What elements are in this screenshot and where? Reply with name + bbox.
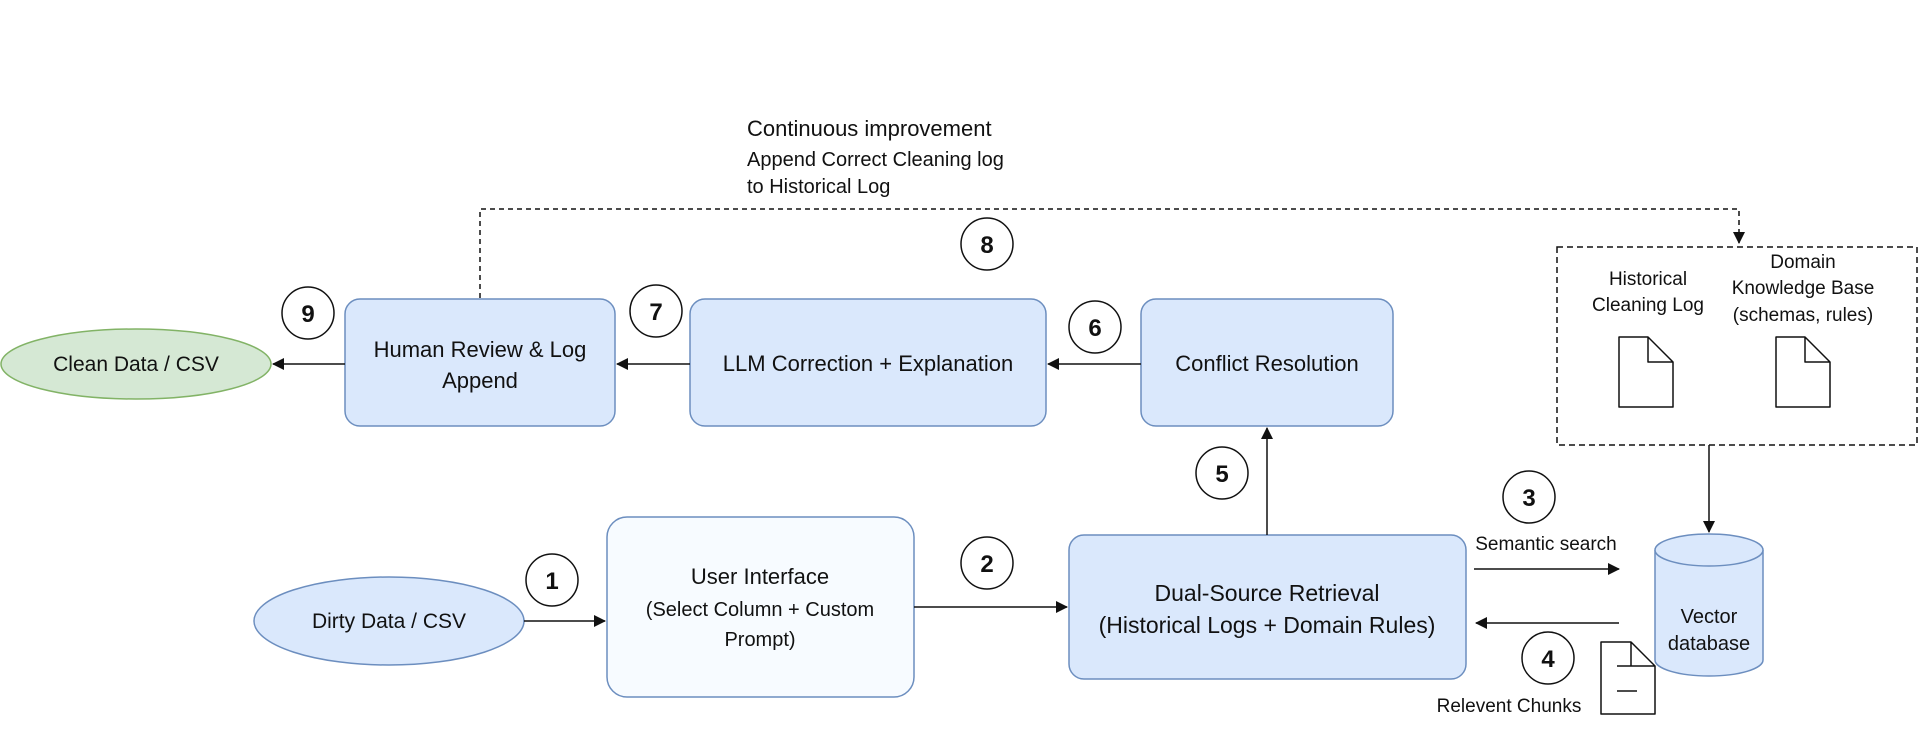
step-badge-2: 2 <box>960 536 1014 590</box>
conflict-resolution-label: Conflict Resolution <box>1175 351 1358 376</box>
human-review-node <box>344 298 616 427</box>
historical-log-document-icon <box>1618 336 1674 408</box>
historical-log-label-2: Cleaning Log <box>1592 295 1704 316</box>
feedback-line-1: Append Correct Cleaning log <box>747 149 1004 171</box>
human-review-label-2: Append <box>442 368 518 393</box>
retrieval-label-2: (Historical Logs + Domain Rules) <box>1099 612 1436 638</box>
conflict-resolution-node <box>1140 298 1394 427</box>
retrieval-node <box>1068 534 1467 680</box>
step-badge-9: 9 <box>281 286 335 340</box>
historical-log-label-1: Historical <box>1609 269 1687 290</box>
domain-kb-label-3: (schemas, rules) <box>1733 305 1873 326</box>
domain-kb-label-2: Knowledge Base <box>1732 278 1875 299</box>
vector-db-label-1: Vector <box>1681 606 1738 628</box>
svg-text:6: 6 <box>1088 315 1101 342</box>
relevant-chunks-label: Relevent Chunks <box>1437 696 1582 717</box>
svg-text:1: 1 <box>545 568 558 595</box>
step-badge-7: 7 <box>629 284 683 338</box>
user-interface-title: User Interface <box>691 564 829 589</box>
step-badge-5: 5 <box>1195 446 1249 500</box>
human-review-label-1: Human Review & Log <box>374 337 587 362</box>
knowledge-group <box>1556 246 1918 446</box>
svg-text:9: 9 <box>301 301 314 328</box>
step-badge-6: 6 <box>1068 300 1122 354</box>
llm-correction-label: LLM Correction + Explanation <box>723 351 1013 376</box>
clean-data-label: Clean Data / CSV <box>53 353 219 376</box>
step-badge-1: 1 <box>525 553 579 607</box>
svg-text:8: 8 <box>980 232 993 259</box>
svg-text:4: 4 <box>1541 646 1555 673</box>
vector-db-label-2: database <box>1668 633 1750 655</box>
clean-data-node <box>0 328 272 400</box>
svg-text:5: 5 <box>1215 461 1228 488</box>
step-badge-4: 4 <box>1521 631 1575 685</box>
semantic-search-label: Semantic search <box>1475 534 1617 555</box>
chunks-document-icon <box>1600 641 1656 715</box>
domain-kb-document-icon <box>1775 336 1831 408</box>
svg-text:7: 7 <box>649 299 662 326</box>
svg-text:3: 3 <box>1522 485 1535 512</box>
retrieval-label-1: Dual-Source Retrieval <box>1155 580 1380 606</box>
step-badge-8: 8 <box>960 217 1014 271</box>
svg-text:2: 2 <box>980 551 993 578</box>
user-interface-line-3: Prompt) <box>724 629 795 651</box>
dirty-data-label: Dirty Data / CSV <box>312 610 466 633</box>
feedback-title: Continuous improvement <box>747 116 992 141</box>
llm-correction-node <box>689 298 1047 427</box>
user-interface-line-2: (Select Column + Custom <box>646 599 874 621</box>
vector-database <box>1654 533 1764 677</box>
domain-kb-label-1: Domain <box>1770 252 1835 273</box>
feedback-line-2: to Historical Log <box>747 176 890 198</box>
step-badge-3: 3 <box>1502 470 1556 524</box>
feedback-loop-arrow <box>479 208 1745 298</box>
